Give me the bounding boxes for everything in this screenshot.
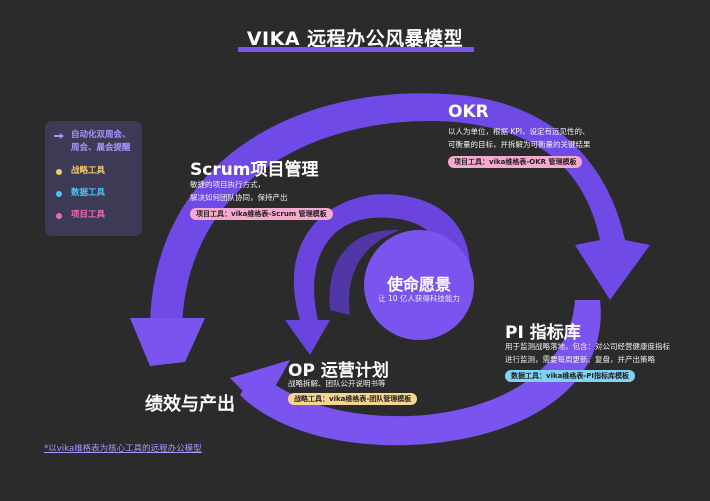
lower-arrowhead (230, 360, 290, 410)
performance-output-heading: 绩效与产出 (145, 394, 235, 415)
legend-label-data: 数据工具 (71, 188, 106, 198)
pi-heading: PI 指标库 (505, 323, 581, 343)
outer-cycle-arrowhead-left (130, 318, 205, 366)
arrow-icon (54, 133, 64, 139)
scrum-tool-tag: 项目工具：vika维格表-Scrum 管理模板 (190, 208, 333, 220)
mission-vision-subtitle: 让 10 亿人获得科技能力 (378, 294, 460, 303)
scrum-heading: Scrum项目管理 (190, 160, 319, 180)
cyan-dot-icon (56, 191, 62, 197)
pi-desc-line1: 用于监测战略落地，包含：对公司经营健康度指标 (505, 342, 670, 351)
legend-label-automation-line1: 自动化双周会、 (71, 130, 131, 140)
op-desc-line1: 战略拆解、团队公开说明书等 (288, 379, 386, 388)
legend-label-automation-line2: 周会、晨会提醒 (71, 143, 131, 153)
pink-dot-icon (56, 213, 62, 219)
title-underline (238, 47, 474, 52)
op-heading: OP 运营计划 (288, 361, 389, 381)
scrum-desc-line2: 解决如何团队协同，保持产出 (190, 193, 288, 202)
yellow-dot-icon (56, 169, 62, 175)
pi-desc-line2: 进行监测，需要每周更新、复盘，并产出策略 (505, 355, 655, 364)
outer-cycle-arrow (150, 93, 650, 330)
legend-label-strategy: 战略工具 (71, 166, 106, 176)
pi-tool-tag: 数据工具：vika维格表-PI指标库模板 (505, 370, 635, 382)
inner-spiral-arrow (285, 194, 470, 355)
okr-heading: OKR (448, 102, 489, 122)
lower-cycle-arrow (240, 300, 601, 446)
center-circle (364, 230, 474, 340)
legend-panel: 自动化双周会、 周会、晨会提醒 战略工具 数据工具 项目工具 (45, 121, 142, 236)
op-tool-tag: 战略工具：vika维格表-团队管理模板 (288, 393, 418, 405)
inner-swoosh (329, 229, 400, 315)
scrum-desc-line1: 敏捷的项目执行方式， (190, 180, 265, 189)
okr-desc-line2: 可衡量的目标，并拆解为可衡量的关键结果 (448, 140, 591, 149)
okr-tool-tag: 项目工具：vika维格表-OKR 管理模板 (448, 156, 583, 168)
okr-desc-line1: 以人为单位，根据 KPI，设定有远见性的、 (448, 127, 590, 136)
footnote: *以vika维格表为核心工具的远程办公模型 (44, 444, 202, 454)
mission-vision-title: 使命愿景 (386, 275, 451, 294)
legend-label-project: 项目工具 (71, 210, 106, 220)
page-title: VIKA 远程办公风暴模型 (246, 28, 464, 50)
